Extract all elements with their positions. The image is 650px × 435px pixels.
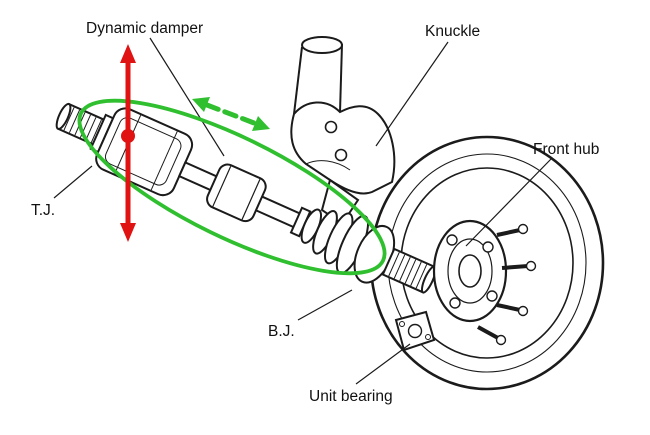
hub-center-cap <box>458 254 482 288</box>
label-front-hub: Front hub <box>533 141 599 158</box>
green-highlight-ellipse <box>77 98 387 276</box>
leader-tj <box>53 165 93 199</box>
leader-lines <box>53 37 553 385</box>
stud-head-2 <box>525 260 537 272</box>
hub-stud-hole-2 <box>482 241 494 253</box>
tj-housing-detail <box>104 117 182 186</box>
knuckle-tube-top <box>301 36 343 54</box>
wheel-studs <box>477 228 529 340</box>
dynamic-damper-part <box>206 163 267 223</box>
red-annotations <box>120 44 136 242</box>
leader-front-hub <box>465 157 553 247</box>
damper-clamp-1 <box>212 165 232 207</box>
label-dynamic-damper: Dynamic damper <box>86 20 203 37</box>
knuckle-bolt-upper <box>324 120 338 134</box>
hub-stud-hole-1 <box>446 234 458 246</box>
spline-stub-end <box>55 102 72 130</box>
green-arrow-shaft <box>204 102 257 126</box>
stud-head-4 <box>495 334 507 346</box>
leader-bj <box>297 289 353 321</box>
knuckle-part <box>290 36 396 226</box>
knuckle-bolt-lower <box>334 148 348 162</box>
unit-bearing-bolt-1 <box>399 321 405 327</box>
knuckle-detail-line <box>305 160 351 171</box>
damper-clamp-2 <box>241 179 261 220</box>
knuckle-tube-left <box>293 46 303 115</box>
labels: Dynamic damper Knuckle Front hub T.J. B.… <box>31 20 599 405</box>
drive-axle <box>55 102 437 294</box>
green-annotations <box>77 97 387 276</box>
spline-hatch-left <box>63 107 102 143</box>
knuckle-tube-right <box>339 43 343 113</box>
hub-stud-hole-4 <box>449 297 461 309</box>
spline-hatch-right <box>388 252 428 289</box>
red-dot-marker <box>121 129 135 143</box>
leader-dynamic-damper <box>149 37 225 157</box>
stud-head-1 <box>517 223 529 235</box>
hub-stud-hole-3 <box>486 290 498 302</box>
unit-bearing-bore <box>407 323 423 339</box>
label-knuckle: Knuckle <box>425 23 480 40</box>
green-arrowhead-left-icon <box>192 97 210 112</box>
unit-bearing-part <box>394 310 436 352</box>
red-arrowhead-down-icon <box>120 223 136 242</box>
unit-bearing-bolt-2 <box>425 334 431 340</box>
label-tj: T.J. <box>31 202 55 219</box>
label-bj: B.J. <box>268 323 295 340</box>
knuckle-body <box>290 101 396 195</box>
stud-head-3 <box>517 305 529 317</box>
leader-unit-bearing <box>355 343 411 385</box>
green-arrowhead-right-icon <box>252 116 270 131</box>
red-arrowhead-up-icon <box>120 44 136 63</box>
front-hub-part <box>432 219 537 346</box>
label-unit-bearing: Unit bearing <box>309 388 393 405</box>
leader-knuckle <box>375 41 449 147</box>
tj-ring-2 <box>150 131 178 191</box>
